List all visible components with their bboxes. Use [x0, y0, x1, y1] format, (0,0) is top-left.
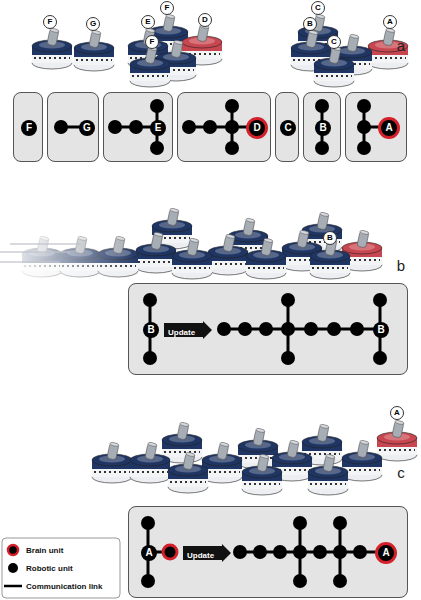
communication-links — [61, 106, 388, 581]
legend-text: Robotic unit — [26, 564, 73, 573]
group-panel: C — [275, 92, 299, 162]
update-arrow: Update — [183, 544, 231, 562]
robotic-unit-node: G — [79, 120, 95, 136]
node-label: D — [253, 123, 260, 133]
callout-letter: C — [311, 1, 325, 15]
callout-letter: B — [303, 17, 317, 31]
node-label: B — [319, 123, 326, 133]
callout-letter: A — [390, 406, 404, 420]
node-label: A — [145, 548, 152, 558]
node-label: A — [385, 123, 392, 133]
panel-letter: b — [397, 257, 405, 274]
robotic-unit-node: F — [21, 120, 37, 136]
legend-text: Brain unit — [26, 546, 63, 555]
robots-a — [32, 14, 408, 87]
panel-fills — [13, 92, 408, 598]
group-panel: A — [345, 92, 407, 162]
brain-unit-node: A — [378, 117, 400, 139]
robotic-unit-node: B — [143, 322, 159, 338]
group-panel: D — [177, 92, 271, 162]
brain-unit-node: D — [246, 117, 268, 139]
robotic-unit-dots — [54, 99, 387, 588]
callout-letter: E — [141, 15, 155, 29]
robotic-unit-node: E — [150, 120, 166, 136]
group-panel: G — [47, 92, 99, 162]
group-panel: E — [103, 92, 173, 162]
callout-letter: G — [86, 17, 100, 31]
group-panel: B — [303, 92, 341, 162]
update-arrow: Update — [164, 321, 212, 339]
node-label: C — [284, 123, 291, 133]
robotic-unit-node: A — [141, 545, 157, 561]
callout-letter: D — [198, 13, 212, 27]
node-label: G — [83, 123, 91, 133]
node-label: A — [382, 548, 389, 558]
callout-letter: F — [160, 1, 174, 15]
panel-letter: c — [397, 464, 405, 481]
legend-box — [2, 538, 120, 598]
callout-letter: F — [43, 15, 57, 29]
brain-unit-node: A — [375, 542, 397, 564]
group-panel: B Update B — [128, 283, 408, 375]
group-panel: F — [13, 92, 43, 162]
node-label: B — [377, 325, 384, 335]
group-panel: A Update A — [128, 506, 408, 598]
panel-letter: a — [397, 37, 405, 54]
robotic-unit-node: B — [315, 120, 331, 136]
callout-letter: B — [323, 231, 337, 245]
node-label: E — [155, 123, 162, 133]
robots-c — [92, 420, 417, 495]
callout-letter: A — [383, 15, 397, 29]
node-label: Update — [183, 547, 214, 565]
robotic-unit-node: C — [280, 120, 296, 136]
node-label: Update — [164, 324, 195, 342]
callout-letter: F — [145, 35, 159, 49]
node-label: F — [26, 123, 32, 133]
callout-letter: C — [327, 35, 341, 49]
legend-text: Communication link — [26, 582, 102, 591]
robotic-unit-node: B — [373, 322, 389, 338]
robots-b — [0, 205, 382, 280]
node-label: B — [147, 325, 154, 335]
